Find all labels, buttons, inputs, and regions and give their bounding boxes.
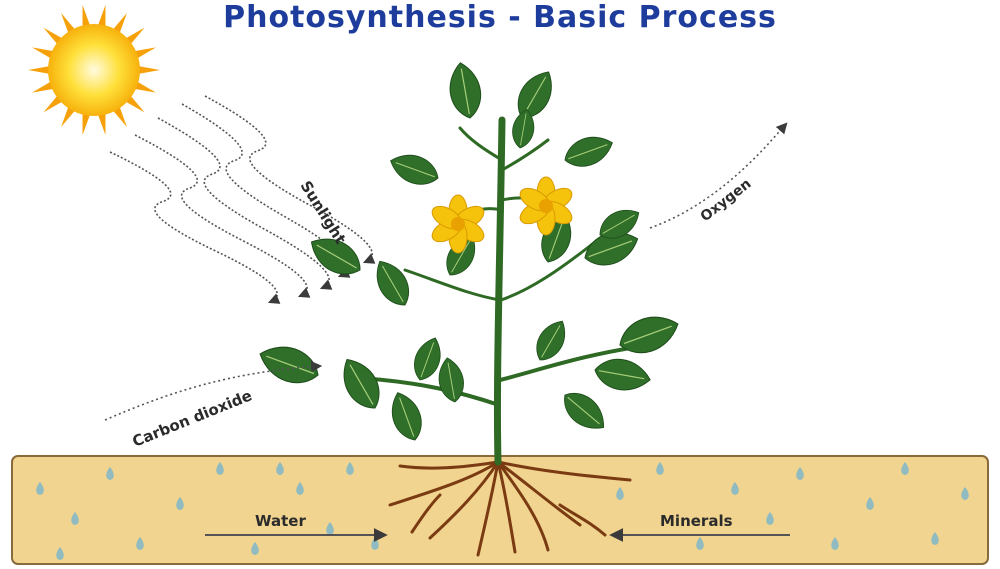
sun-icon: [28, 5, 160, 135]
oxygen-label: Oxygen: [698, 176, 755, 225]
carbon-dioxide-label: Carbon dioxide: [130, 386, 255, 450]
sunlight-label: Sunlight: [297, 178, 350, 248]
minerals-label: Minerals: [660, 512, 733, 530]
water-label: Water: [255, 512, 306, 530]
